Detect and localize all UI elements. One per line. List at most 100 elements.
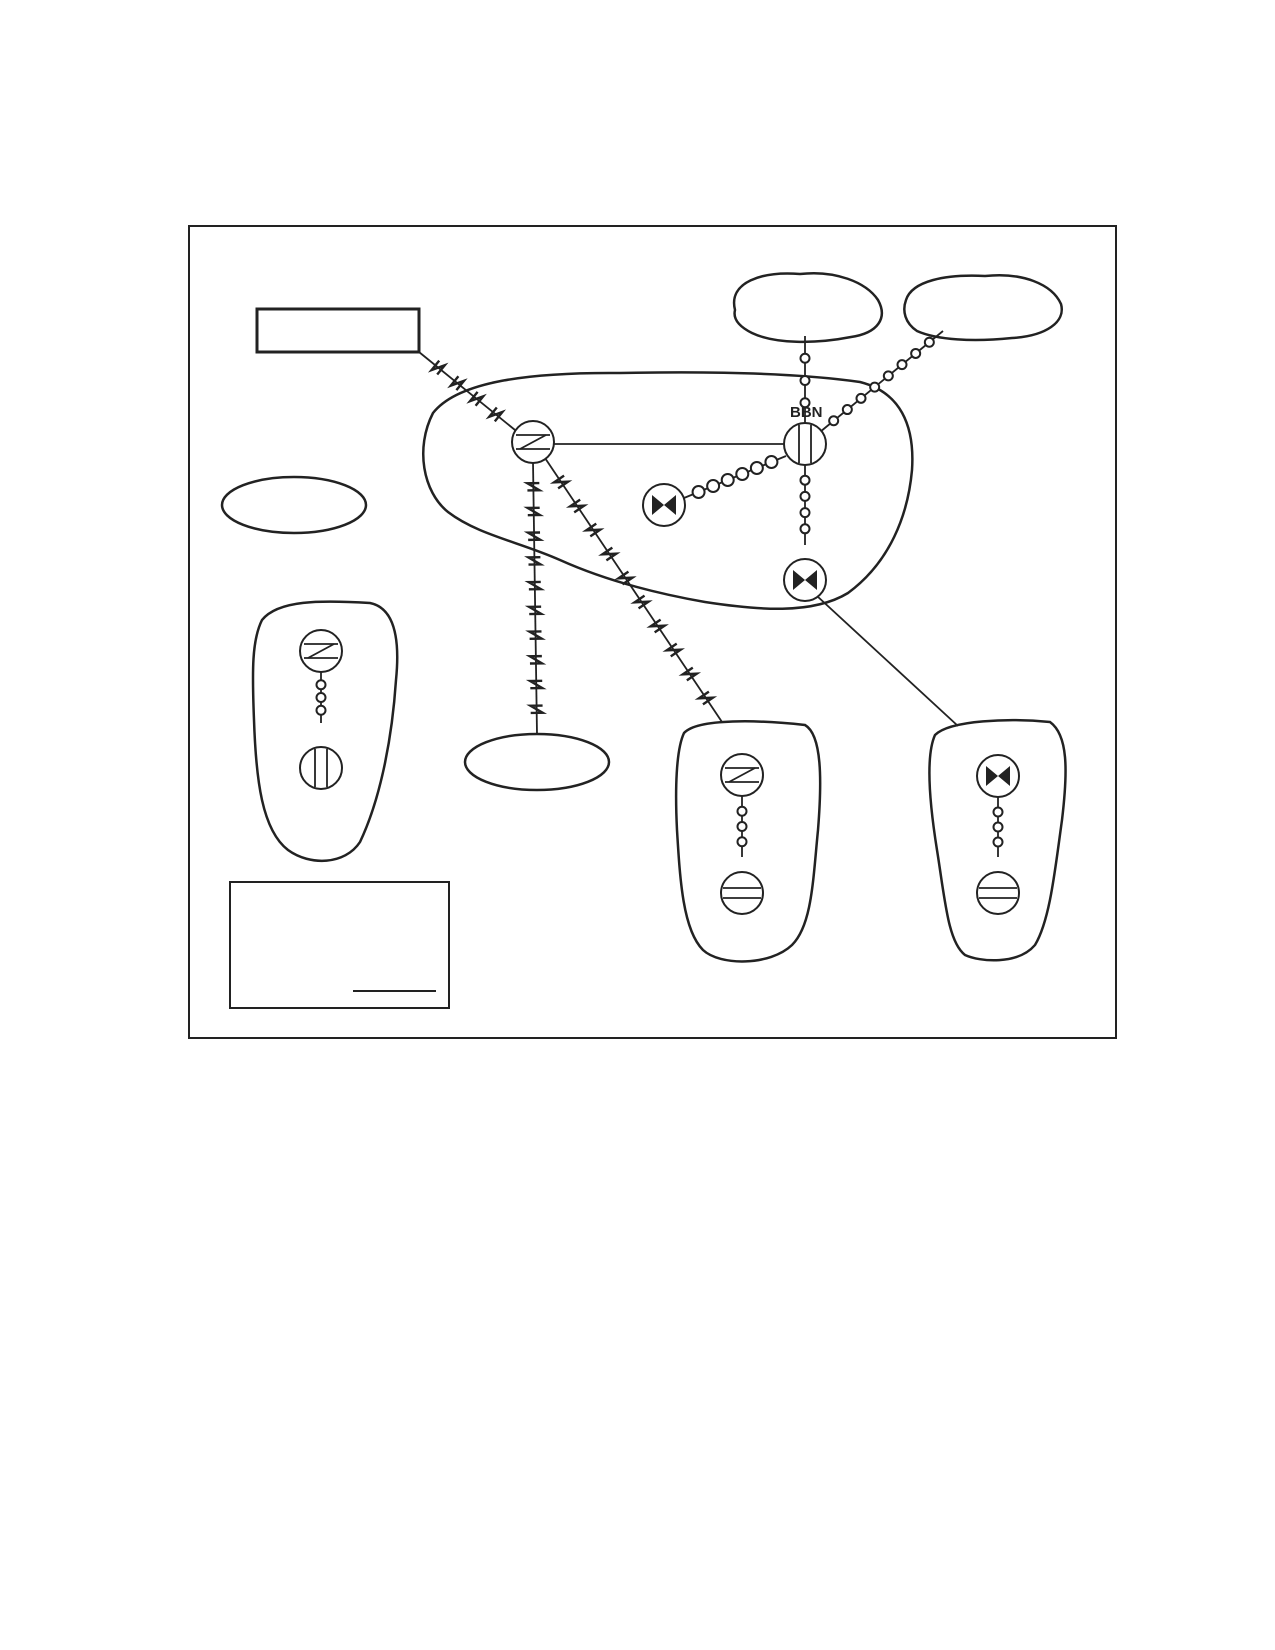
external-network-box xyxy=(255,307,421,354)
zigzag-mark xyxy=(630,594,653,610)
zigzag-mark xyxy=(646,618,669,634)
zigzag-mark xyxy=(524,605,546,616)
z-diag xyxy=(307,643,335,659)
link-serial-hub-ellipse-line xyxy=(532,461,538,735)
chain-bead xyxy=(992,836,1004,848)
zigzag-mark xyxy=(525,679,547,690)
link-ethernet-right-site xyxy=(992,797,1004,857)
zigzag-mark xyxy=(614,570,637,586)
chain-bead xyxy=(736,821,748,832)
link-serial-hub-midsite-line xyxy=(544,457,723,723)
zigzag-mark xyxy=(598,546,621,562)
chain-bead xyxy=(799,375,811,386)
router-icon xyxy=(299,629,343,673)
zigzag-mark xyxy=(525,630,546,640)
zigzag-mark xyxy=(565,498,589,514)
link-serial-hub-ellipse xyxy=(522,461,548,735)
link-ethernet-bowtie-bbn xyxy=(683,455,787,499)
middle-site-region xyxy=(674,720,822,963)
cloud-top-right xyxy=(903,274,1063,342)
zigzag-mark xyxy=(524,580,546,591)
nodes-layer xyxy=(299,420,1020,915)
link-ethernet-left-site xyxy=(315,672,327,723)
zigzag-mark xyxy=(427,359,449,376)
chain-bead xyxy=(315,704,327,716)
z-diag xyxy=(728,767,756,783)
chain-bead xyxy=(736,805,748,817)
z-diag xyxy=(519,434,547,450)
chain-bead xyxy=(720,473,735,487)
link-serial-hub-midsite xyxy=(544,457,723,723)
link-ethernet-bbn-down xyxy=(799,464,811,545)
diagram-frame xyxy=(188,225,1117,1039)
router-icon xyxy=(720,753,764,797)
node-circle xyxy=(299,746,343,790)
node-circle xyxy=(720,871,764,915)
router-icon xyxy=(511,420,555,464)
switch-icon xyxy=(783,422,827,466)
chain-bead xyxy=(799,490,811,502)
links-layer xyxy=(315,330,1004,857)
zigzag-mark xyxy=(662,642,685,658)
zigzag-mark xyxy=(466,391,487,407)
zigzag-mark xyxy=(549,474,573,490)
backbone-region xyxy=(421,371,914,611)
link-ethernet-bbn-cloud2-line xyxy=(819,330,944,433)
link-serial-box-hub-line xyxy=(418,351,516,431)
right-site-region xyxy=(928,718,1067,962)
chain-bead xyxy=(882,370,894,382)
zigzag-mark xyxy=(523,506,545,517)
chain-bead xyxy=(735,467,750,481)
legend-box xyxy=(229,881,450,1009)
chain-bead xyxy=(799,397,811,409)
bowtie-left xyxy=(652,495,664,515)
chain-bead xyxy=(736,836,748,848)
bowtie-icon xyxy=(783,558,827,602)
zigzag-mark xyxy=(524,556,545,566)
bowtie-right xyxy=(664,495,676,515)
zigzag-mark xyxy=(582,522,605,538)
zigzag-mark xyxy=(523,531,545,542)
chain-bead xyxy=(828,415,840,427)
bowtie-right xyxy=(805,570,817,590)
node-circle xyxy=(976,871,1020,915)
chain-bead xyxy=(855,392,867,404)
bowtie-icon xyxy=(642,483,686,527)
chain-bead xyxy=(764,455,779,469)
bbn-label: BBN xyxy=(790,404,823,421)
chain-bead xyxy=(841,404,853,416)
bowtie-right xyxy=(998,766,1010,786)
left-site-region xyxy=(251,600,399,862)
bowtie-left xyxy=(986,766,998,786)
chain-bead xyxy=(992,821,1004,833)
chain-bead xyxy=(706,479,721,493)
zigzag-mark xyxy=(447,375,468,391)
chain-bead xyxy=(691,485,706,499)
chain-bead xyxy=(923,336,935,348)
zigzag-mark xyxy=(485,406,507,423)
chain-bead xyxy=(896,359,908,371)
chain-bead xyxy=(799,474,811,486)
zigzag-mark xyxy=(678,666,702,682)
node-circle xyxy=(783,422,827,466)
zigzag-mark xyxy=(525,654,547,665)
cloud-top-left xyxy=(732,272,883,344)
hub-icon xyxy=(976,871,1020,915)
chain-bead xyxy=(869,381,881,393)
hub-icon xyxy=(720,871,764,915)
chain-bead xyxy=(315,692,327,703)
link-ethernet-bbn-cloud2 xyxy=(819,330,944,433)
chain-bead xyxy=(910,347,922,359)
switch-icon xyxy=(299,746,343,790)
chain-bead xyxy=(749,461,764,475)
link-serial-box-hub xyxy=(418,351,516,431)
chain-bead xyxy=(799,523,811,535)
zigzag-mark xyxy=(522,481,544,492)
bowtie-icon xyxy=(976,754,1020,798)
link-ethernet-mid-site xyxy=(736,796,748,857)
ellipse-left xyxy=(220,475,368,535)
bowtie-left xyxy=(793,570,805,590)
chain-bead xyxy=(799,352,811,364)
link-direct-bowtie-rightsite xyxy=(816,595,959,727)
